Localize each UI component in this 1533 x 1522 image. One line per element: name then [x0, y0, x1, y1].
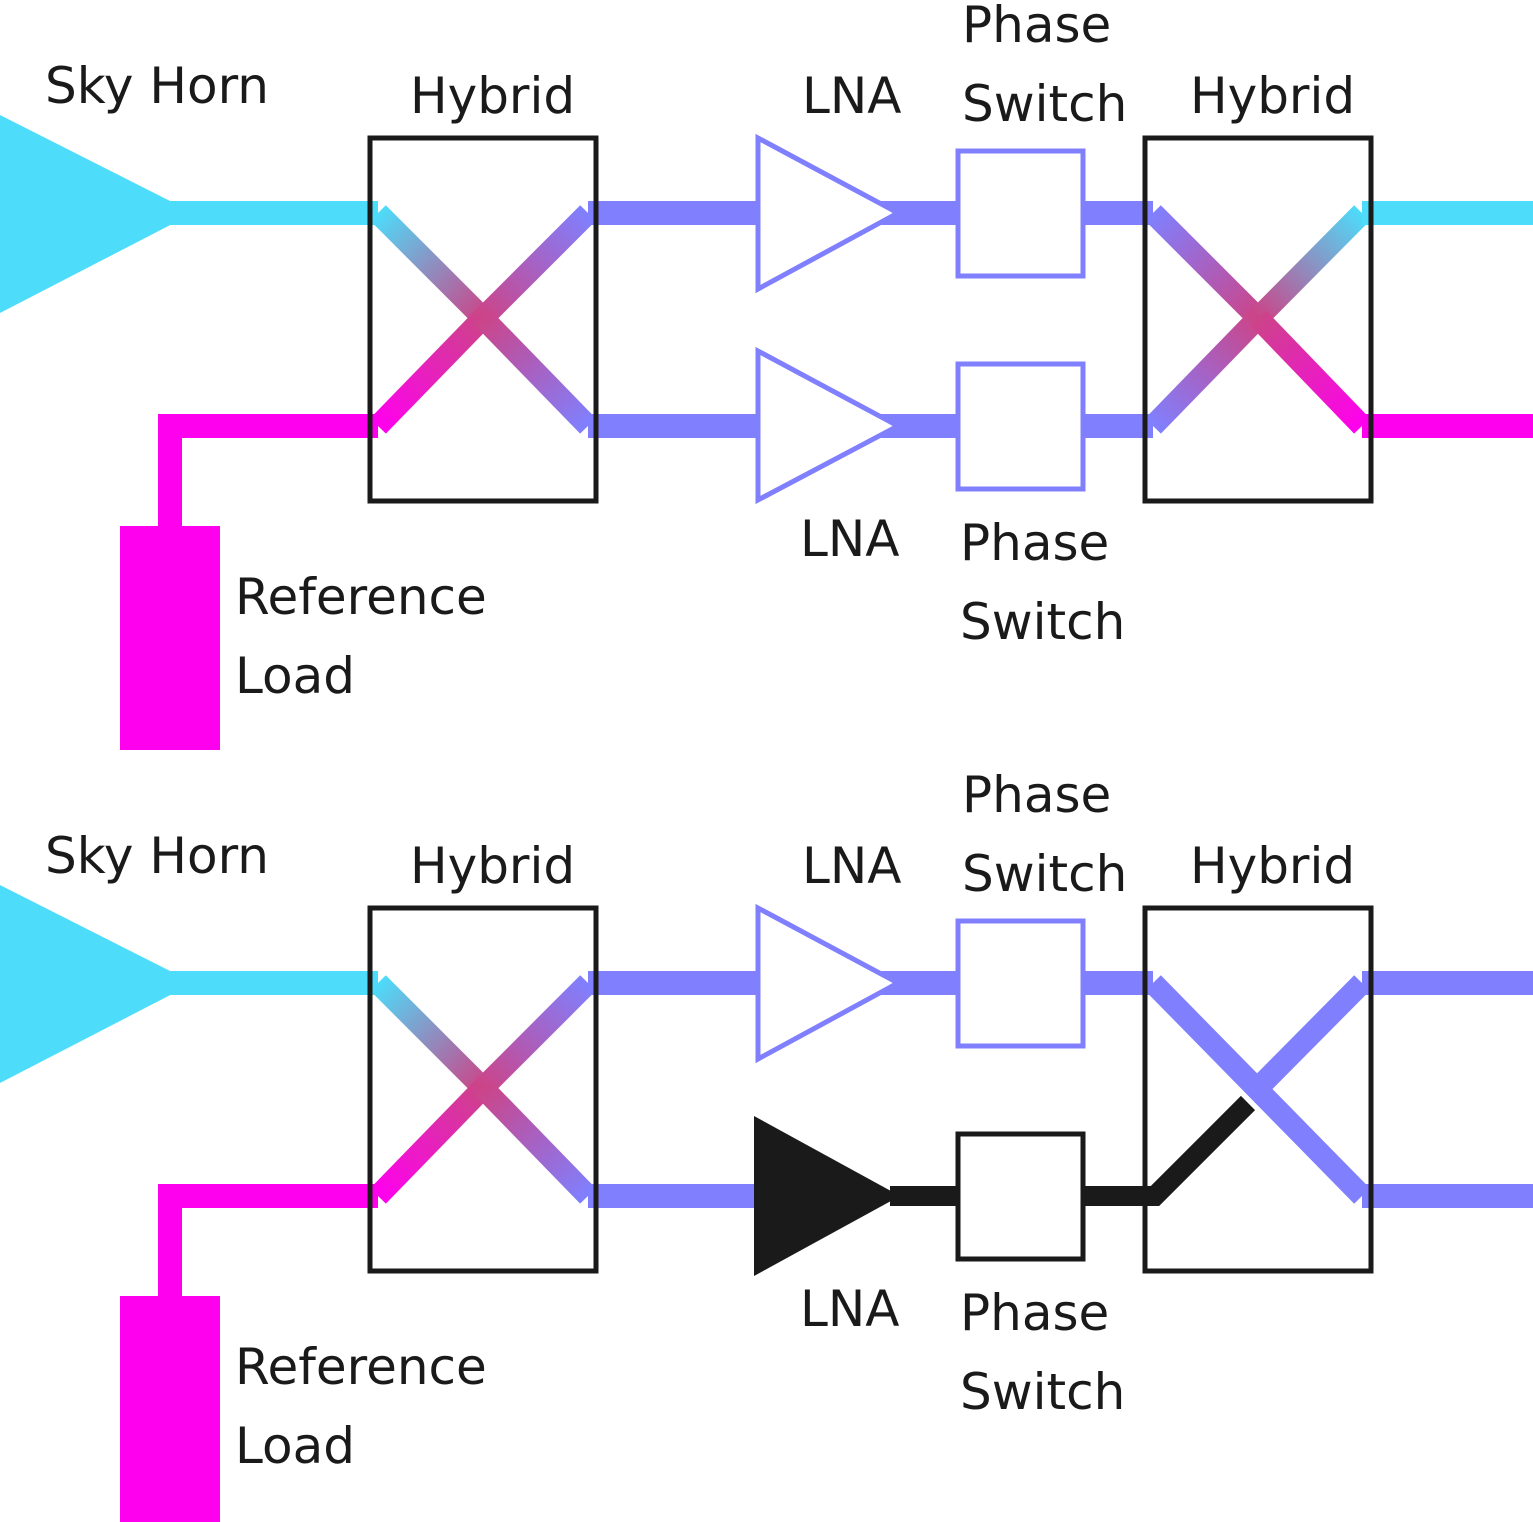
phase-switch-top-label-2: Switch: [962, 75, 1127, 133]
reference-input-line: [158, 414, 378, 526]
lna-bottom-label: LNA: [800, 1280, 899, 1338]
hybrid-in-out-top: [475, 975, 596, 1096]
hybrid-out-cross-down: [1145, 975, 1370, 1204]
hybrid-in-out-bottom: [475, 1080, 596, 1204]
phase-switch-bottom-label-1: Phase: [960, 514, 1109, 572]
hybrid-out-box: [1142, 135, 1374, 504]
reference-load-label-1: Reference: [235, 568, 487, 626]
phase-switch-bottom-label-1: Phase: [960, 1284, 1109, 1342]
sky-horn-icon: [0, 885, 178, 1083]
hybrid-in-sky-path: [370, 975, 491, 1096]
lna-bottom-label: LNA: [800, 510, 899, 568]
reference-load-label-1: Reference: [235, 1338, 487, 1396]
hybrid-out-sky-path: [1250, 205, 1370, 326]
phase-switch-bottom-icon: [955, 361, 1086, 492]
hybrid-out-label: Hybrid: [1190, 837, 1355, 895]
hybrid-in-sky-path: [370, 205, 491, 326]
hybrid-out-failed-path: [1145, 1095, 1256, 1206]
phase-switch-top-label-1: Phase: [962, 0, 1111, 54]
hybrid-in-label: Hybrid: [410, 67, 575, 125]
reference-load-icon: [120, 1296, 220, 1522]
lna-bottom-failed-icon: [754, 1116, 900, 1276]
reference-load-label-2: Load: [235, 1417, 355, 1475]
reference-load-label-2: Load: [235, 647, 355, 705]
hybrid-out-in-top: [1145, 205, 1266, 326]
lna-top-label: LNA: [802, 67, 901, 125]
sky-horn-icon: [0, 115, 178, 313]
phase-switch-top-label-2: Switch: [962, 845, 1127, 903]
diagram-normal: Sky Horn Hybrid LNA Phase Switch Hybrid …: [0, 0, 1533, 750]
hybrid-in-ref-path: [370, 1080, 491, 1204]
lna-top-icon: [755, 903, 904, 1064]
phase-switch-bottom-label-2: Switch: [960, 593, 1125, 651]
hybrid-in-out-bottom: [475, 310, 596, 434]
hybrid-in-label: Hybrid: [410, 837, 575, 895]
lna-bottom-icon: [755, 346, 904, 505]
phase-switch-bottom-label-2: Switch: [960, 1363, 1125, 1421]
sky-horn-label: Sky Horn: [45, 57, 269, 115]
hybrid-in-box: [367, 135, 599, 504]
hybrid-in-ref-path: [370, 310, 491, 434]
hybrid-in-box: [367, 905, 599, 1274]
lna-top-label: LNA: [802, 837, 901, 895]
hybrid-out-cross-up: [1250, 975, 1370, 1096]
reference-input-line: [158, 1184, 378, 1296]
hybrid-out-label: Hybrid: [1190, 67, 1355, 125]
lna-top-icon: [755, 133, 904, 294]
phase-switch-top-icon: [955, 918, 1086, 1049]
hybrid-out-in-bottom: [1145, 310, 1266, 434]
phase-switch-top-label-1: Phase: [962, 766, 1111, 824]
diagram-failed-lna: Sky Horn Hybrid LNA Phase Switch Hybrid …: [0, 766, 1533, 1522]
phase-switch-top-icon: [955, 148, 1086, 279]
hybrid-in-out-top: [475, 205, 596, 326]
sky-horn-label: Sky Horn: [45, 827, 269, 885]
reference-load-icon: [120, 526, 220, 750]
hybrid-out-ref-path: [1250, 310, 1370, 434]
hybrid-out-box: [1142, 905, 1374, 1274]
phase-switch-bottom-icon: [955, 1131, 1086, 1262]
